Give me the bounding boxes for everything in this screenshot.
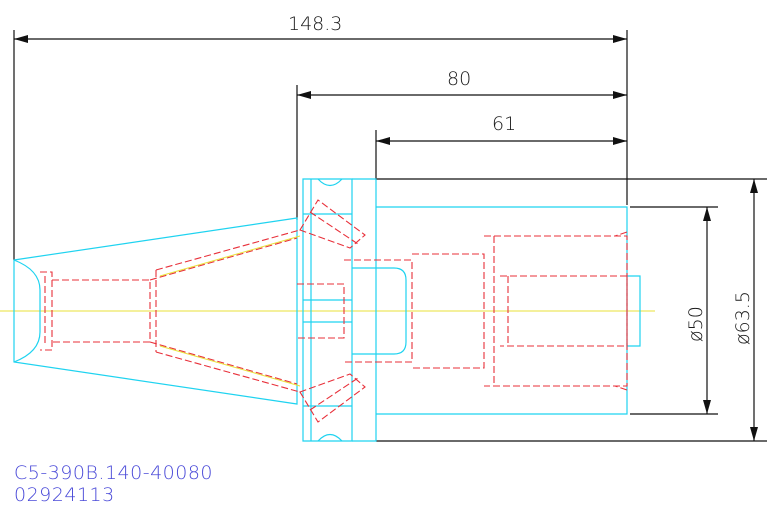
dimension-148-3: 148.3 — [13, 13, 628, 260]
dimension-diameter-50: ø50 — [630, 206, 718, 415]
item-number-text: 02924113 — [14, 484, 115, 506]
dimension-80: 80 — [296, 68, 627, 220]
tool-holder-outline — [13, 178, 641, 442]
dimension-61: 61 — [375, 113, 627, 180]
coolant-channel-highlights — [159, 235, 301, 387]
dimension-diameter-50-label: ø50 — [685, 306, 707, 342]
part-code-text: C5-390B.140-40080 — [14, 462, 214, 484]
hidden-lines — [40, 199, 628, 423]
dimension-overall-length-label: 148.3 — [288, 13, 342, 35]
dimension-diameter-63-5-label: ø63.5 — [732, 291, 754, 345]
dimension-diameter-63-5: ø63.5 — [376, 178, 767, 442]
dimension-61-label: 61 — [492, 113, 516, 135]
dimension-80-label: 80 — [447, 68, 471, 90]
